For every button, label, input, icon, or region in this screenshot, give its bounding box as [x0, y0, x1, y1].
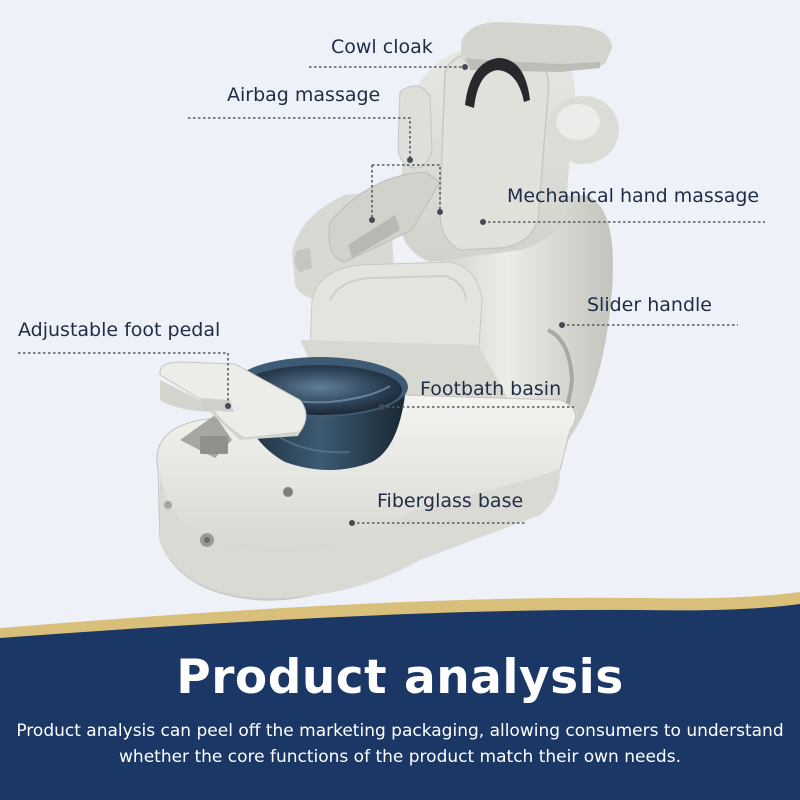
- banner-title: Product analysis: [176, 650, 624, 705]
- bottom-banner: [0, 592, 800, 800]
- adjustable-foot-pedal-line: [18, 352, 229, 406]
- callout-mechanical-hand-massage: Mechanical hand massage: [507, 185, 760, 207]
- foot-pedal-shape: [159, 361, 307, 458]
- callout-slider-handle: Slider handle: [587, 294, 712, 316]
- callout-footbath-basin: Footbath basin: [420, 378, 562, 400]
- callout-dots: [225, 64, 565, 526]
- callout-cowl-cloak: Cowl cloak: [331, 36, 433, 58]
- airbag-massage-branch-line: [371, 164, 441, 220]
- callout-fiberglass-base: Fiberglass base: [377, 490, 524, 512]
- callout-adjustable-foot-pedal: Adjustable foot pedal: [18, 319, 221, 341]
- banner-description-line-1: Product analysis can peel off the market…: [16, 721, 784, 741]
- callout-leader-lines: [18, 66, 765, 524]
- callout-airbag-massage: Airbag massage: [227, 84, 381, 106]
- banner-description-line-2: whether the core functions of the produc…: [119, 747, 681, 767]
- airbag-massage-line: [188, 117, 411, 160]
- banner-description: Product analysis can peel off the market…: [0, 718, 800, 770]
- fiberglass-base-shape: [156, 394, 577, 601]
